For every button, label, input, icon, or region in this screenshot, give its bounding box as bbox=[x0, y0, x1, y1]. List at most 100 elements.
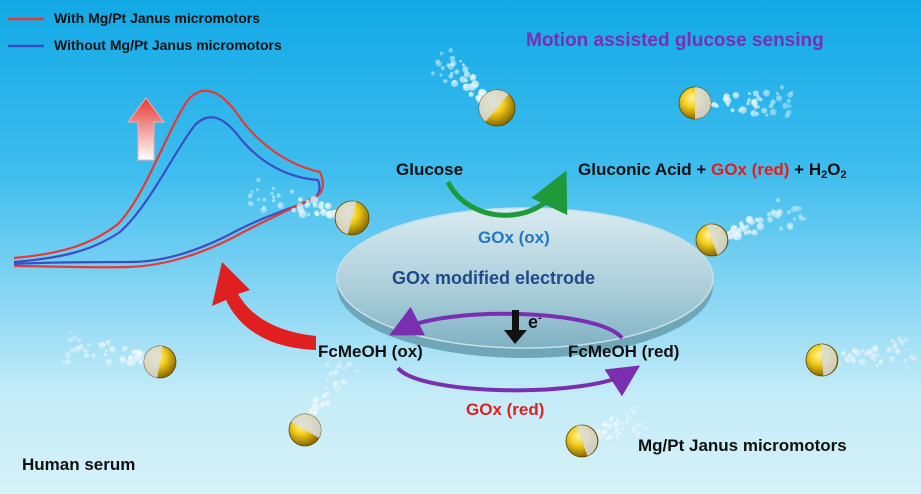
bubble-trail-icon bbox=[845, 357, 849, 361]
bubble-trail-icon bbox=[763, 89, 770, 97]
bubble-trail-icon bbox=[326, 211, 334, 219]
catalyst-label: GOx (ox) bbox=[478, 228, 550, 247]
legend-label-without: Without Mg/Pt Janus micromotors bbox=[54, 37, 282, 53]
bubble-trail-icon bbox=[461, 63, 466, 67]
reactant-label: Glucose bbox=[396, 160, 464, 179]
bubble-trail-icon bbox=[64, 352, 69, 357]
bubble-trail-icon bbox=[342, 366, 348, 372]
janus-micromotor-icon bbox=[678, 85, 794, 120]
bubble-trail-icon bbox=[66, 359, 72, 365]
bubble-trail-icon bbox=[262, 197, 267, 202]
bubble-trail-icon bbox=[462, 83, 471, 92]
janus-micromotor-icon bbox=[288, 350, 360, 447]
bubble-trail-icon bbox=[872, 358, 877, 363]
bubble-trail-icon bbox=[101, 342, 107, 348]
bubble-trail-icon bbox=[430, 71, 436, 76]
bubble-trail-icon bbox=[889, 355, 896, 363]
bubble-trail-icon bbox=[119, 356, 127, 364]
electron-down-arrow bbox=[504, 310, 527, 344]
bubble-trail-icon bbox=[256, 177, 261, 183]
bubble-trail-icon bbox=[443, 79, 448, 84]
bubble-trail-icon bbox=[311, 409, 320, 418]
bubble-trail-icon bbox=[775, 92, 780, 96]
bubble-trail-icon bbox=[109, 346, 117, 354]
bubble-trail-icon bbox=[767, 216, 774, 223]
bubble-trail-icon bbox=[875, 353, 880, 358]
pt-cap bbox=[695, 87, 711, 119]
bubble-trail-icon bbox=[782, 102, 789, 109]
bubble-trail-icon bbox=[755, 112, 760, 116]
diagram-title: Motion assisted glucose sensing bbox=[526, 30, 824, 51]
bubble-trail-icon bbox=[270, 192, 274, 196]
bubble-trail-icon bbox=[726, 102, 730, 107]
cv-curve-without bbox=[13, 116, 321, 266]
bubble-trail-icon bbox=[624, 413, 631, 419]
bubble-trail-icon bbox=[724, 96, 732, 105]
bubble-trail-icon bbox=[329, 350, 336, 357]
bubble-trail-icon bbox=[596, 429, 603, 435]
pt-cap bbox=[478, 89, 509, 122]
bubble-trail-icon bbox=[324, 400, 333, 409]
bubble-trail-icon bbox=[297, 197, 303, 202]
bubble-trail-icon bbox=[899, 339, 907, 347]
electron-charge: - bbox=[538, 312, 542, 324]
bubble-trail-icon bbox=[875, 364, 879, 368]
bubble-trail-icon bbox=[256, 197, 261, 202]
bubble-trail-icon bbox=[779, 85, 785, 90]
bubble-trail-icon bbox=[779, 226, 784, 231]
bubble-trail-icon bbox=[98, 342, 103, 347]
bubble-trail-icon bbox=[341, 380, 348, 386]
bubble-trail-icon bbox=[747, 92, 751, 96]
bubble-trail-icon bbox=[448, 73, 454, 79]
purple-arrow-top bbox=[389, 306, 624, 340]
bubble-trail-icon bbox=[894, 343, 898, 347]
bubble-trail-icon bbox=[608, 416, 616, 424]
h2o2-o: O bbox=[827, 160, 841, 179]
bubble-trail-icon bbox=[446, 63, 451, 68]
bubble-trail-icon bbox=[468, 83, 477, 91]
bubble-trail-icon bbox=[841, 351, 847, 357]
bubble-trail-icon bbox=[625, 419, 631, 425]
bubble-trail-icon bbox=[277, 202, 284, 209]
bubble-trail-icon bbox=[631, 426, 638, 433]
bubble-trail-icon bbox=[746, 229, 752, 235]
bubble-trail-icon bbox=[750, 110, 758, 117]
bubble-trail-icon bbox=[462, 66, 469, 73]
h2o2-sub2: 2 bbox=[840, 169, 847, 181]
bubble-trail-icon bbox=[732, 92, 740, 99]
bubble-trail-icon bbox=[74, 346, 81, 353]
legend-label-with: With Mg/Pt Janus micromotors bbox=[54, 10, 261, 26]
bubble-trail-icon bbox=[847, 353, 853, 359]
bubble-trail-icon bbox=[290, 189, 295, 194]
bubble-trail-icon bbox=[746, 101, 751, 106]
bubble-trail-icon bbox=[459, 59, 463, 63]
bubble-trail-icon bbox=[272, 195, 276, 199]
bubble-trail-icon bbox=[250, 189, 254, 194]
bubble-trail-icon bbox=[644, 426, 650, 432]
bubble-trail-icon bbox=[761, 107, 768, 114]
cv-curve-with bbox=[13, 89, 324, 269]
bubble-trail-icon bbox=[787, 92, 793, 98]
gox-red-label: GOx (red) bbox=[466, 400, 545, 419]
green-reaction-arrow bbox=[445, 170, 568, 218]
bubble-trail-icon bbox=[871, 346, 879, 354]
bubble-trail-icon bbox=[298, 210, 307, 219]
janus-micromotor-icon bbox=[430, 48, 516, 127]
pt-cap bbox=[335, 201, 357, 235]
bubble-trail-icon bbox=[907, 348, 911, 351]
bubble-trail-icon bbox=[784, 112, 790, 119]
bubble-trail-icon bbox=[247, 201, 252, 205]
janus-micromotor-icon bbox=[695, 198, 807, 257]
bubble-trail-icon bbox=[324, 386, 328, 391]
bubble-trail-icon bbox=[733, 225, 738, 230]
bubble-trail-icon bbox=[452, 79, 456, 84]
pt-cap bbox=[291, 413, 322, 438]
bubble-trail-icon bbox=[312, 202, 318, 208]
bubble-trail-icon bbox=[291, 207, 297, 213]
products-prefix: Gluconic Acid + bbox=[578, 160, 712, 179]
bubble-trail-icon bbox=[474, 84, 478, 88]
bubble-trail-icon bbox=[103, 352, 108, 357]
janus-micromotor-icon bbox=[62, 331, 177, 379]
bubble-trail-icon bbox=[322, 393, 329, 400]
